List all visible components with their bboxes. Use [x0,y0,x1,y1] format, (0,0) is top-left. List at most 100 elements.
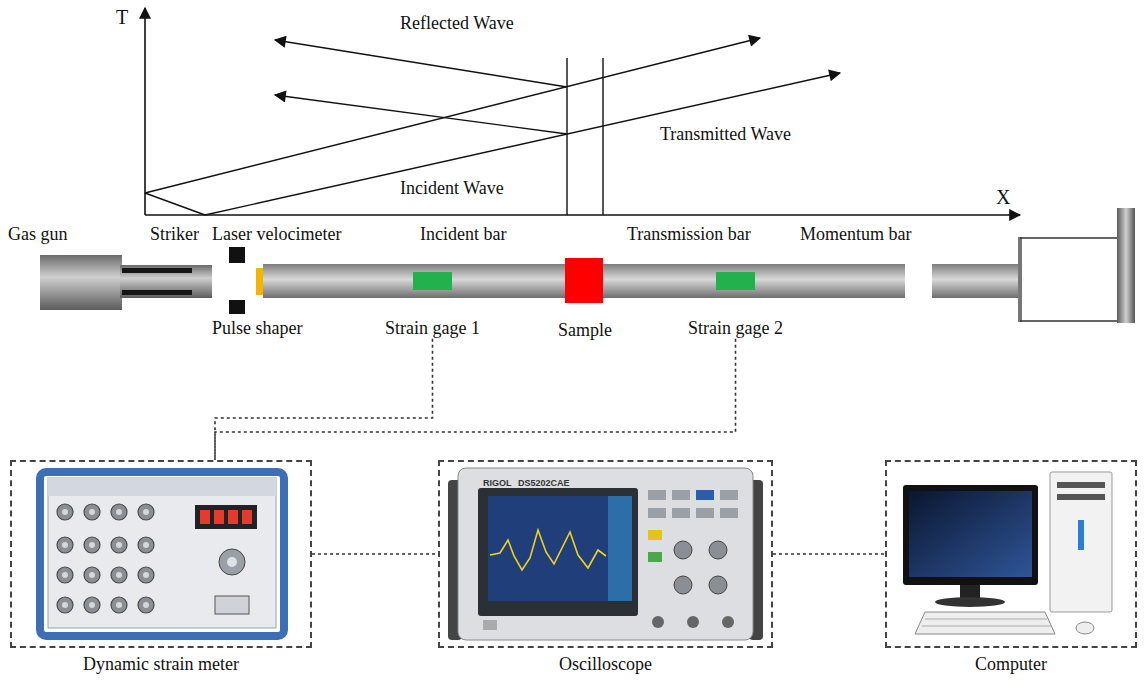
mouse [1076,622,1094,634]
meter-body [48,478,276,628]
part-label: Pulse shaper [212,318,302,339]
instrument-box: Oscilloscope [438,460,773,648]
laser-velocimeter [229,300,245,314]
part-label: X [996,186,1010,209]
strain-meter-illustration [111,597,127,613]
wave-diagram [145,8,1020,215]
keyboard-keys [925,619,1047,620]
part-label: Sample [558,320,612,341]
signal-wire [215,339,736,460]
label-holder: Momentum bar [800,224,911,245]
strain-meter-illustration [57,537,73,553]
label-holder: Reflected Wave [400,13,514,34]
box-caption-holder: Oscilloscope [380,654,831,675]
monitor [903,485,1038,585]
label-holder: Laser velocimeter [212,224,341,245]
meter-frame [40,472,284,636]
momentum-bar [932,264,1018,298]
strain-meter-illustration [138,504,154,520]
strain-meter-illustration [84,537,100,553]
display-digit [200,510,210,524]
label-holder: Incident Wave [400,178,504,199]
bnc-connector [687,616,699,628]
computer-illustration [903,472,1112,634]
box-caption: Oscilloscope [380,654,831,675]
strain-meter-illustration [138,567,154,583]
scope-button [483,620,497,630]
strain-meter-illustration [40,472,284,636]
display-digit [242,510,252,524]
absorber-frame [1018,237,1022,322]
part-label: DS5202CAE [518,478,570,488]
label-holder: DS5202CAE [518,472,570,490]
strain-meter-illustration [111,537,127,553]
label-holder: Pulse shaper [212,318,302,339]
keyboard-keys [922,626,1051,627]
signal-wire [312,553,438,555]
scope-menu [608,496,632,601]
box-caption: Computer [827,654,1145,675]
part-label: Gas gun [8,224,68,245]
label-holder: Transmitted Wave [660,124,791,145]
gas-gun [40,255,122,310]
scope-button [720,490,738,500]
part-label: Transmission bar [627,224,751,245]
strain-meter-illustration [138,537,154,553]
part-label: Incident bar [420,224,506,245]
strain-meter-illustration [57,597,73,613]
box-caption: Dynamic strain meter [0,654,370,675]
scope-button [696,508,714,518]
scope-button [648,508,666,518]
striker-line [122,268,192,273]
bar-apparatus [40,208,1135,323]
scope-button [672,508,690,518]
sample [565,258,603,303]
incident-wave-line [205,73,840,215]
label-holder: Incident bar [420,224,506,245]
display-digit [228,510,238,524]
strain-meter-illustration [138,597,154,613]
gage-label: Strain gage 1 [385,318,480,339]
time-axis [144,8,146,215]
scope-button [672,490,690,500]
scope-button [720,508,738,518]
label-holder: X [996,186,1010,209]
bnc-connector [652,616,664,628]
scope-button [648,490,666,500]
strain-gage-node: Strain gage 1 [385,272,480,339]
incident-wave-line [145,38,760,193]
pulse-shaper [256,268,263,295]
strain-meter-illustration [111,567,127,583]
scope-bezel [478,488,638,616]
meter-switch [215,596,249,614]
signal-wire [215,339,433,460]
gage-label: Strain gage 2 [688,318,783,339]
tower-light [1078,520,1084,550]
part-label: Incident Wave [400,178,504,199]
reflected-wave-line [275,95,567,134]
display-digit [214,510,224,524]
scope-knob [674,576,692,594]
part-label: Striker [150,224,199,245]
incident-bar [263,264,565,298]
scope-knob [674,541,692,559]
strain-gage [413,272,452,290]
label-holder: Transmission bar [627,224,751,245]
computer-tower [1050,472,1112,612]
tower-drive [1057,494,1105,500]
waveform [490,530,606,570]
striker [120,265,212,298]
scope-screen [488,496,608,601]
monitor-screen [909,491,1032,577]
signal-wire [773,553,885,555]
absorber-frame [1020,320,1118,322]
part-label: Momentum bar [800,224,911,245]
x-axis [145,214,1020,216]
strain-gage-node: Strain gage 2 [688,272,783,339]
strain-meter-illustration [84,567,100,583]
scope-body [458,468,753,640]
